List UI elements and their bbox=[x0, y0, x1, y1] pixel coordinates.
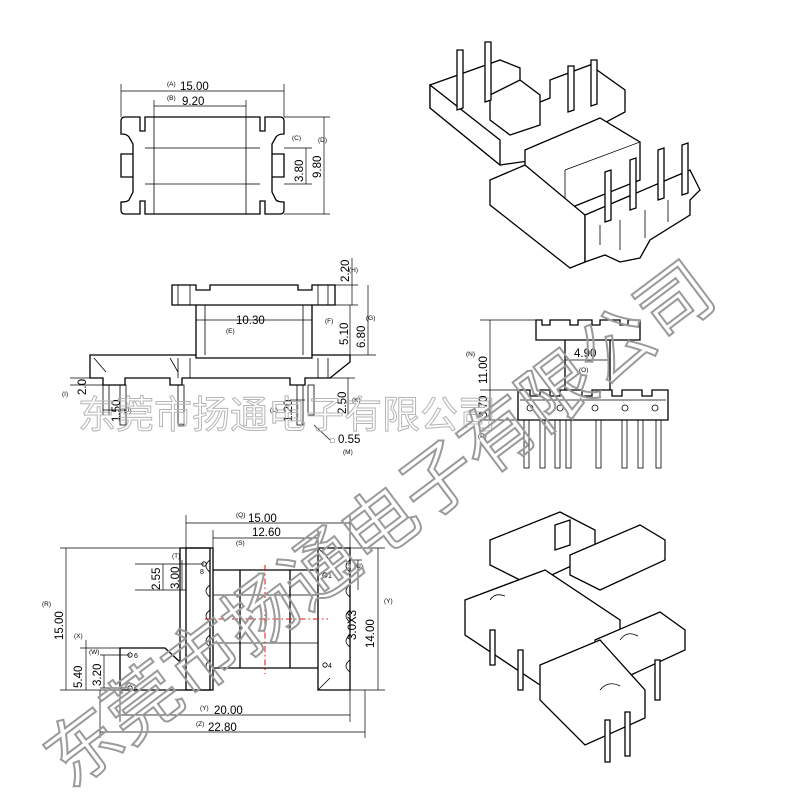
dim-s-letter: (S) bbox=[236, 540, 245, 547]
dim-f-value: 5.10 bbox=[339, 323, 351, 345]
isometric-view-top bbox=[429, 41, 701, 269]
dim-f-letter: (F) bbox=[325, 318, 333, 325]
dim-d-value: 9.80 bbox=[312, 156, 324, 178]
dim-m-value: 0.55 bbox=[338, 434, 360, 446]
pin-label-8: 8 bbox=[200, 569, 204, 576]
dim-i-letter: (I) bbox=[62, 391, 68, 398]
dim-p-letter: (P) bbox=[478, 433, 487, 440]
dim-y-value-bottom: 20.00 bbox=[214, 705, 243, 717]
dim-c-letter: (C) bbox=[292, 135, 301, 142]
dim-h-value: 2.20 bbox=[340, 260, 352, 282]
dim-g-value: 6.80 bbox=[356, 326, 368, 348]
pin-label-1: 1 bbox=[328, 573, 332, 580]
dim-z-letter: (Z) bbox=[196, 721, 204, 728]
front-view: 4.90 (O) (N) 11.00 3.70 (P) bbox=[466, 319, 669, 469]
dim-b-letter: (B) bbox=[167, 95, 176, 102]
dim-q-letter: (Q) bbox=[236, 512, 245, 519]
dim-j-value: 1.50 bbox=[111, 400, 123, 422]
dim-x-letter: (X) bbox=[74, 633, 83, 640]
dim-s-value: 12.60 bbox=[252, 527, 281, 539]
dim-k-value: 2.50 bbox=[337, 392, 349, 414]
dim-u-letter: (U) bbox=[354, 563, 363, 570]
dim-y-letter-right: (Y) bbox=[384, 598, 393, 605]
dim-p-value: 3.70 bbox=[478, 396, 490, 418]
dim-l-value: 1.20 bbox=[283, 400, 295, 422]
dim-m-letter: (M) bbox=[343, 449, 353, 456]
dim-2-55-value: 2.55 bbox=[151, 568, 163, 590]
dim-t-letter: (T) bbox=[172, 553, 180, 560]
square-symbol-label: □ bbox=[330, 438, 335, 445]
dim-x-value: 5.40 bbox=[73, 666, 85, 688]
dim-a-value: 15.00 bbox=[180, 81, 209, 93]
dim-y-value-right: 14.00 bbox=[365, 619, 377, 648]
dim-h-letter: (H) bbox=[349, 267, 358, 274]
dim-d-letter: (D) bbox=[318, 137, 327, 144]
dim-q-value: 15.00 bbox=[248, 513, 277, 525]
watermark-horizontal: 东莞市扬通电子有限公司 bbox=[78, 393, 496, 437]
dim-u-value: 3.0X3 bbox=[347, 610, 359, 640]
dim-w-letter: (W) bbox=[89, 649, 99, 656]
dim-z-value: 22.80 bbox=[208, 722, 237, 734]
dim-j-letter: (J) bbox=[124, 407, 132, 414]
top-view-outline bbox=[120, 116, 285, 215]
dim-a-letter: (A) bbox=[167, 81, 176, 88]
pin-label-4: 4 bbox=[328, 663, 332, 670]
dim-n-letter: (N) bbox=[466, 351, 475, 358]
dim-i-value: 2.0 bbox=[77, 379, 89, 395]
pin-label-6: 6 bbox=[134, 653, 138, 660]
isometric-view-bottom bbox=[464, 511, 686, 763]
dim-r-value: 15.00 bbox=[54, 611, 66, 640]
dim-o-value: 4.90 bbox=[574, 348, 596, 360]
top-view: (A) 15.00 (B) 9.20 (C) 3.80 (D) 9.80 bbox=[120, 81, 330, 215]
dim-e-letter: (E) bbox=[226, 328, 235, 335]
dim-k-letter: (K) bbox=[352, 397, 361, 404]
dim-e-value: 10.30 bbox=[236, 315, 265, 327]
dim-l-letter: (L) bbox=[270, 407, 278, 414]
dim-b-value: 9.20 bbox=[182, 96, 204, 108]
dim-c-value: 3.80 bbox=[294, 160, 306, 182]
dim-y-letter-bottom: (Y) bbox=[200, 705, 209, 712]
dim-n-value: 11.00 bbox=[478, 356, 490, 384]
pin-label-5: 5 bbox=[134, 687, 138, 694]
bottom-view: 8 1 4 6 5 (Q) 15.00 12.60 (S) (R) 15.00 … bbox=[42, 512, 393, 738]
dim-o-letter: (O) bbox=[579, 367, 588, 374]
dim-g-letter: (G) bbox=[366, 315, 375, 322]
dim-w-value: 3.20 bbox=[92, 664, 104, 686]
dim-t-value: 3.00 bbox=[170, 567, 182, 589]
dim-r-letter: (R) bbox=[42, 601, 51, 608]
side-view: 2.20 (H) 10.30 (E) (F) 5.10 (G) 6.80 (I)… bbox=[62, 258, 376, 456]
